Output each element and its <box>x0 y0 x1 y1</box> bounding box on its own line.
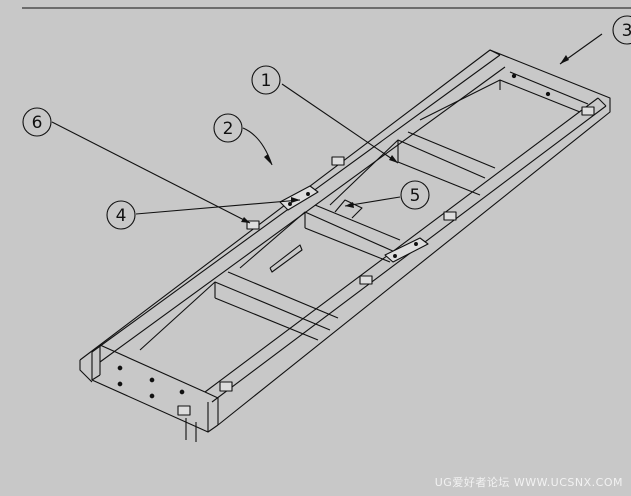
balloon-4-label: 4 <box>116 206 127 226</box>
leader-2 <box>242 127 273 166</box>
balloon-5: 5 <box>400 180 430 210</box>
cross-member-front <box>139 271 339 351</box>
front-end-plate <box>91 345 219 442</box>
balloon-2: 2 <box>213 113 243 143</box>
bolt-holes <box>288 73 551 258</box>
balloon-6: 6 <box>22 107 52 137</box>
cross-member-rear <box>329 131 496 219</box>
balloon-3-label: 3 <box>622 21 631 41</box>
balloon-1-label: 1 <box>261 71 272 91</box>
balloon-4: 4 <box>106 200 136 230</box>
rear-end-member <box>419 71 589 121</box>
balloon-2-label: 2 <box>223 119 234 139</box>
leader-arrowheads <box>241 55 569 223</box>
balloon-1: 1 <box>251 65 281 95</box>
leader-lines <box>51 33 603 224</box>
frame-outline <box>79 49 611 426</box>
watermark-text: UG爱好者论坛 WWW.UCSNX.COM <box>434 476 623 489</box>
balloon-3: 3 <box>612 15 631 45</box>
balloon-5-label: 5 <box>410 186 421 206</box>
balloon-6-label: 6 <box>32 113 43 133</box>
cross-member-middle <box>239 204 401 273</box>
